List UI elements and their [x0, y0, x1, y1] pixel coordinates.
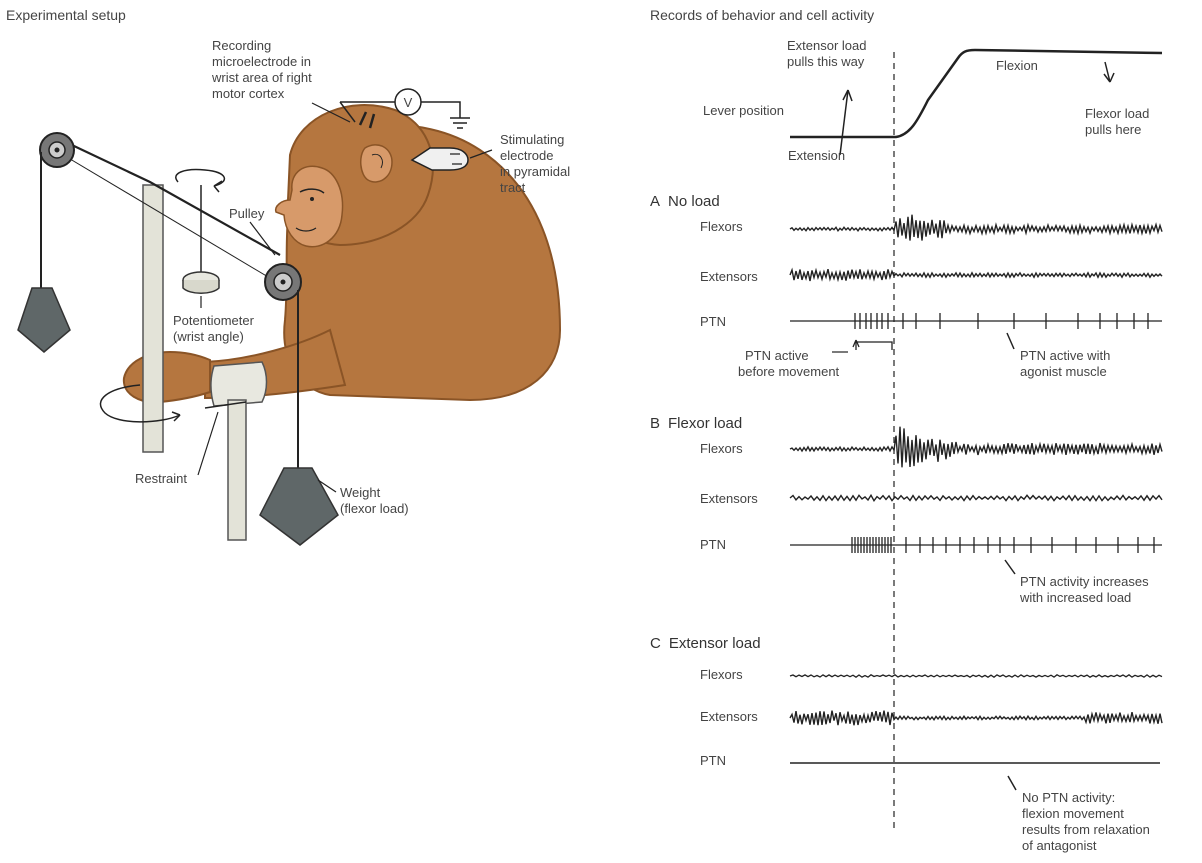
records-title: Records of behavior and cell activity [650, 7, 874, 23]
note-agonist: PTN active with agonist muscle [1020, 348, 1114, 379]
pulley-label: Pulley [229, 206, 265, 221]
trace-flexors-c [789, 674, 1163, 678]
recording-label: Recording microelectrode in wrist area o… [211, 38, 315, 101]
setup-labels: Recording microelectrode in wrist area o… [135, 38, 574, 516]
potentiometer-label: Potentiometer (wrist angle) [173, 313, 258, 344]
stimulating-electrode [410, 147, 493, 171]
recording-electrode: V [311, 88, 470, 129]
trace-label-flexors-a: Flexors [700, 219, 743, 234]
apparatus [17, 132, 339, 546]
trace-ptn-a [790, 313, 1162, 329]
records-panel: Records of behavior and cell activity Ex… [650, 7, 1163, 853]
trace-extensors-c [789, 710, 1163, 726]
trace-label-flexors-b: Flexors [700, 441, 743, 456]
note-before-movement: PTN active before movement [738, 348, 840, 379]
restraint-label: Restraint [135, 471, 187, 486]
trace-label-flexors-c: Flexors [700, 667, 743, 682]
trace-flexors-a [789, 214, 1163, 241]
flexor-load-note: Flexor load pulls here [1085, 106, 1153, 137]
trace-label-extensors-c: Extensors [700, 709, 758, 724]
svg-text:V: V [404, 95, 413, 110]
note-no-ptn: No PTN activity: flexion movement result… [1022, 790, 1154, 853]
trace-label-ptn-c: PTN [700, 753, 726, 768]
experimental-setup-panel: Experimental setup [6, 7, 574, 546]
trace-label-ptn-b: PTN [700, 537, 726, 552]
monkey-illustration [122, 104, 562, 407]
stimulating-label: Stimulating electrode in pyramidal tract [500, 132, 574, 195]
trace-extensors-a [789, 267, 1163, 283]
left-weight [17, 287, 71, 353]
lever-position-label: Lever position [703, 103, 784, 118]
trace-flexors-b [789, 426, 1163, 468]
trace-label-extensors-b: Extensors [700, 491, 758, 506]
weight-label: Weight (flexor load) [340, 485, 409, 516]
flexor-weight [259, 467, 339, 546]
extensor-load-note: Extensor load pulls this way [787, 38, 870, 69]
setup-title: Experimental setup [6, 7, 126, 23]
flexion-label: Flexion [996, 58, 1038, 73]
extension-label: Extension [788, 148, 845, 163]
trace-extensors-b [789, 493, 1163, 502]
note-increased-load: PTN activity increases with increased lo… [1019, 574, 1152, 605]
trace-label-ptn-a: PTN [700, 314, 726, 329]
trace-ptn-b [790, 537, 1162, 553]
trace-label-extensors-a: Extensors [700, 269, 758, 284]
lever-position-record: Extensor load pulls this way Lever posit… [703, 38, 1163, 163]
